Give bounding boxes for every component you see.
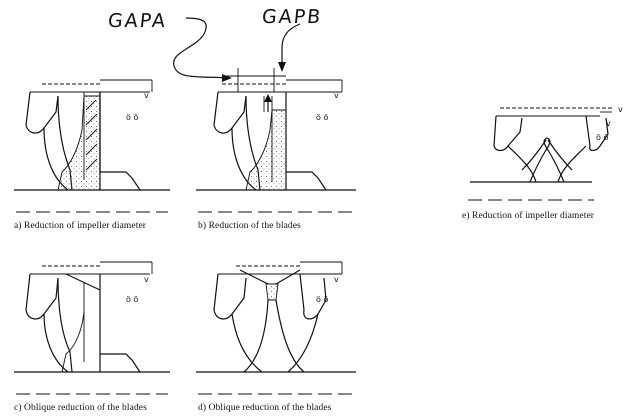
panel-d-impeller: v ö ö: [196, 261, 356, 395]
panel-b-symbol-sub: ö ö: [316, 113, 328, 122]
panel-e-impeller: v v ö ö: [468, 105, 623, 201]
panel-d-symbol-sub: ö ö: [316, 295, 328, 304]
caption-d: d) Oblique reduction of the blades: [198, 403, 332, 413]
caption-e: e) Reduction of impeller diameter: [462, 211, 595, 221]
panel-c-symbol-v: v: [144, 275, 149, 284]
gap-b-annotation: GAPB: [260, 6, 324, 28]
caption-b: b) Reduction of the blades: [198, 221, 301, 231]
panel-e-symbol-v: v: [618, 105, 623, 114]
panel-e-symbol-v2: v: [606, 119, 611, 128]
panel-a-symbol-v: v: [144, 91, 149, 100]
panel-b-impeller: v ö ö: [173, 17, 356, 213]
panel-c-symbol-sub: ö ö: [126, 295, 138, 304]
panel-c-impeller: v ö ö: [14, 261, 170, 395]
panel-a-impeller: v ö ö: [14, 79, 170, 213]
panel-b-symbol-v: v: [334, 91, 339, 100]
panel-e-symbol-sub: ö ö: [596, 133, 608, 142]
panel-d-symbol-v: v: [334, 275, 339, 284]
caption-a: a) Reduction of impeller diameter: [14, 221, 147, 231]
caption-c: c) Oblique reduction of the blades: [14, 403, 147, 413]
panel-a-symbol-sub: ö ö: [126, 113, 138, 122]
gap-a-annotation: GAPA: [106, 10, 169, 32]
